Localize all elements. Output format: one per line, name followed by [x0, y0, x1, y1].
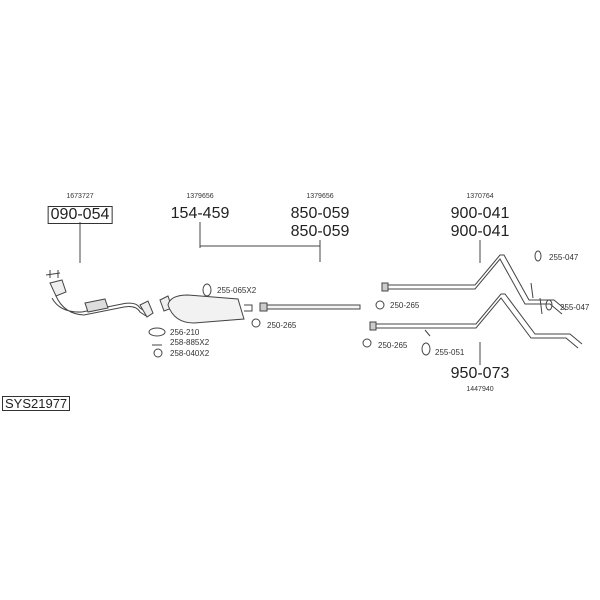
accessory-label[interactable]: 255-047	[549, 253, 579, 262]
clamp-icon	[375, 300, 385, 310]
part-number-900-041[interactable]: 900-041	[450, 223, 510, 240]
accessory-label[interactable]: 258-040X2	[170, 349, 210, 358]
ref-number: 1673727	[66, 193, 94, 200]
rubber-hanger-icon	[545, 299, 553, 311]
accessory-label[interactable]: 256-210	[170, 328, 200, 337]
center-pipe	[259, 302, 361, 312]
part-number-850-059[interactable]: 850-059	[290, 205, 350, 222]
clamp-icon	[251, 318, 261, 328]
clamp-icon	[362, 338, 372, 348]
leader-lines	[79, 222, 481, 365]
ref-number: 1379656	[186, 193, 214, 200]
ref-number: 1379656	[306, 193, 334, 200]
nut-icon	[153, 348, 163, 358]
part-number-154-459[interactable]: 154-459	[170, 205, 230, 222]
part-number-850-059[interactable]: 850-059	[290, 223, 350, 240]
ref-number: 1370764	[466, 193, 494, 200]
rear-pipe-950-073	[369, 293, 583, 349]
accessory-icons	[148, 250, 553, 358]
accessory-label[interactable]: 255-051	[435, 348, 465, 357]
ref-number: 1447940	[466, 386, 494, 393]
accessory-label[interactable]: 255-065X2	[217, 286, 257, 295]
rubber-hanger-icon	[421, 342, 431, 356]
middle-silencer	[159, 294, 253, 324]
part-number-900-041[interactable]: 900-041	[450, 205, 510, 222]
part-number-950-073[interactable]: 950-073	[450, 365, 510, 382]
gasket-icon	[148, 327, 166, 337]
accessory-label[interactable]: 255-047	[560, 303, 590, 312]
rubber-hanger-icon	[534, 250, 542, 262]
accessory-label[interactable]: 250-265	[390, 301, 420, 310]
accessory-label[interactable]: 250-265	[378, 341, 408, 350]
accessory-label[interactable]: 258-885X2	[170, 338, 210, 347]
front-pipe-catalyst	[45, 270, 154, 318]
diagram-code: SYS21977	[2, 396, 71, 411]
accessory-label[interactable]: 250-265	[267, 321, 297, 330]
rubber-hanger-icon	[202, 283, 212, 297]
part-number-090-054[interactable]: 090-054	[47, 206, 113, 224]
